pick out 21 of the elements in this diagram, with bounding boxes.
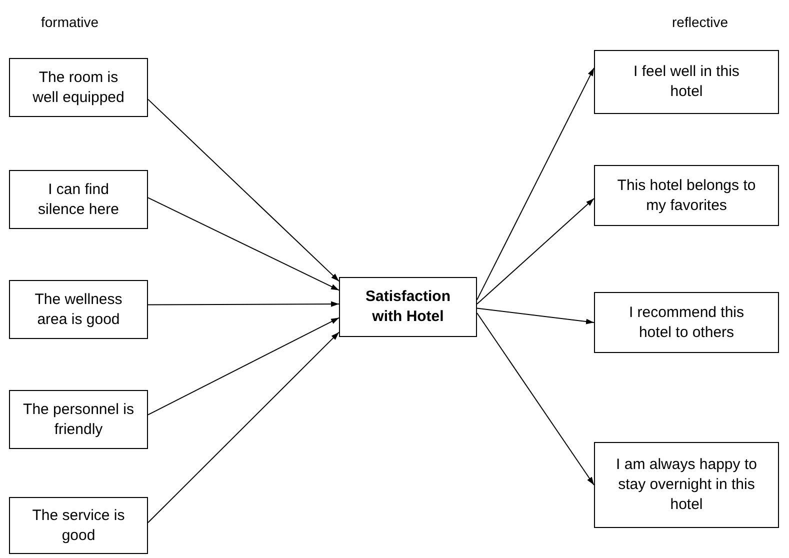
- indicator-box: I feel well in this hotel: [594, 50, 779, 114]
- indicator-box: I recommend this hotel to others: [594, 292, 779, 353]
- arrow: [148, 317, 340, 416]
- column-heading: formative: [41, 14, 99, 30]
- arrow: [476, 308, 594, 324]
- indicator-box: This hotel belongs to my favorites: [594, 165, 779, 226]
- arrow: [148, 197, 340, 291]
- construct-box: Satisfaction with Hotel: [339, 277, 477, 337]
- indicator-box: I can find silence here: [9, 170, 148, 229]
- indicator-box: The wellness area is good: [9, 280, 148, 339]
- indicator-box: The service is good: [9, 497, 148, 554]
- indicator-box: The room is well equipped: [9, 58, 148, 117]
- arrow: [476, 312, 594, 486]
- arrow: [148, 332, 340, 524]
- column-heading: reflective: [672, 14, 728, 30]
- indicator-box: The personnel is friendly: [9, 390, 148, 449]
- arrow: [148, 301, 340, 307]
- indicator-box: I am always happy to stay overnight in this hotel: [594, 442, 779, 528]
- arrow: [476, 67, 594, 300]
- arrow: [476, 198, 594, 304]
- arrow: [148, 98, 340, 282]
